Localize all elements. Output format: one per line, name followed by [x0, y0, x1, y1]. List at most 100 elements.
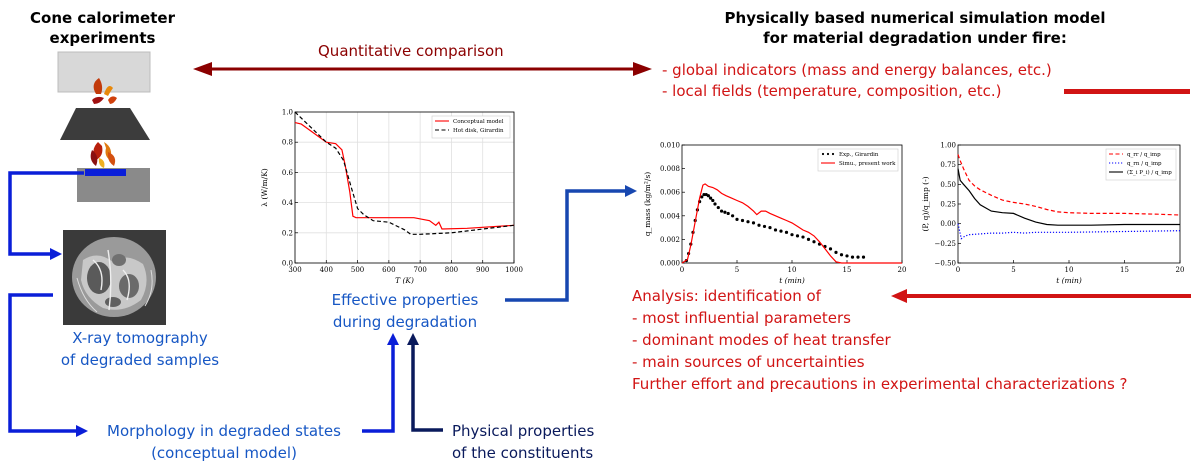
x-tick-label: 5 — [1011, 266, 1015, 274]
xray-label-line1: X-ray tomography — [72, 329, 208, 347]
morphology-label: Morphology in degraded states (conceptua… — [88, 420, 360, 464]
data-point — [700, 195, 704, 199]
xray-label-line2: of degraded samples — [60, 351, 220, 369]
data-point — [845, 254, 849, 258]
data-point — [720, 209, 724, 213]
y-tick-label: −0.25 — [935, 240, 956, 248]
analysis-line-4: - main sources of uncertainties — [632, 353, 865, 371]
x-tick-label: 0 — [680, 266, 684, 274]
sample-to-xray-arrowhead — [50, 248, 62, 260]
y-tick-label: 0.4 — [282, 199, 294, 207]
series-line — [681, 183, 902, 264]
x-tick-label: 15 — [843, 266, 852, 274]
data-point — [740, 218, 745, 223]
effective-to-simulation-arrowhead — [625, 185, 637, 197]
analysis-line-5: Further effort and precautions in experi… — [632, 375, 1128, 393]
legend-label: q_rn / q_imp — [1127, 161, 1162, 167]
heater-plate — [57, 51, 151, 93]
cone-title-line1: Cone calorimeter — [30, 9, 175, 27]
y-tick-label: 0.010 — [660, 142, 680, 150]
data-point — [779, 229, 783, 233]
analysis-block: Analysis: identification of - most influ… — [632, 285, 1191, 395]
xray-to-morphology-arrowhead — [76, 425, 88, 437]
xray-label: X-ray tomography of degraded samples — [40, 327, 240, 371]
y-tick-label: 0.2 — [282, 229, 293, 237]
y-axis-label: λ (W/m/K) — [260, 168, 269, 207]
data-point — [768, 226, 772, 230]
sample-to-xray-line — [8, 171, 84, 256]
data-point — [850, 255, 855, 259]
physical-to-effective-arrowhead — [407, 333, 419, 345]
data-point — [861, 255, 866, 259]
flame-upper — [92, 78, 117, 104]
indicator-global: - global indicators (mass and energy bal… — [662, 61, 1052, 79]
physical-to-effective-line — [411, 344, 443, 432]
data-point — [856, 255, 860, 259]
plot-frame — [294, 111, 515, 264]
morphology-to-effective-arrowhead — [387, 333, 399, 345]
effective-label-line2: during degradation — [332, 313, 478, 331]
data-point — [702, 192, 706, 197]
effective-label-line1: Effective properties — [331, 291, 479, 309]
data-point — [713, 202, 717, 206]
flame-lower — [90, 142, 116, 168]
data-point — [795, 234, 800, 238]
x-tick-label: 400 — [320, 266, 333, 274]
y-tick-label: 0.00 — [940, 220, 956, 228]
y-tick-label: 0.000 — [660, 260, 680, 268]
y-tick-label: 0.0 — [282, 260, 293, 268]
data-point — [726, 211, 730, 216]
xray-tomography-image — [63, 230, 166, 325]
x-axis-label: t (min) — [779, 276, 805, 285]
model-title: Physically based numerical simulation mo… — [630, 8, 1191, 48]
sample-slab — [85, 169, 126, 176]
morphology-label-line2: (conceptual model) — [151, 444, 297, 462]
data-point — [773, 228, 778, 232]
y-tick-label: 0.75 — [940, 161, 956, 169]
y-tick-label: 1.0 — [282, 109, 293, 117]
morphology-to-effective-line — [362, 344, 395, 433]
data-point — [706, 194, 710, 198]
indicator-local: - local fields (temperature, composition… — [662, 82, 1002, 100]
x-tick-label: 20 — [1176, 266, 1185, 274]
data-point — [751, 221, 756, 225]
xray-to-morphology-line — [8, 293, 78, 433]
x-tick-label: 500 — [351, 266, 364, 274]
legend-marker — [821, 152, 825, 156]
y-axis-label: (P, q)/q_imp (-) — [921, 176, 930, 231]
legend-label: Hot disk, Girardin — [453, 128, 504, 134]
data-point — [812, 240, 816, 244]
comparison-label: Quantitative comparison — [318, 42, 504, 60]
effective-to-simulation-line — [505, 189, 626, 302]
data-point — [839, 253, 844, 257]
legend-box — [817, 148, 899, 172]
x-tick-label: 10 — [788, 266, 797, 274]
legend-label: Exp., Girardin — [839, 152, 879, 158]
model-title-line1: Physically based numerical simulation mo… — [724, 9, 1106, 27]
data-point — [711, 198, 715, 203]
x-tick-label: 700 — [413, 266, 426, 274]
data-point — [746, 220, 750, 224]
legend-label: (Σ_i P_i) / q_imp — [1127, 169, 1172, 176]
analysis-line-1: Analysis: identification of — [632, 287, 821, 305]
physical-properties-label: Physical properties of the constituents — [452, 420, 622, 464]
y-tick-label: 0.50 — [940, 181, 956, 189]
x-tick-label: 20 — [898, 266, 907, 274]
legend-label: q_rr / q_imp — [1127, 152, 1161, 158]
y-tick-label: 0.6 — [282, 169, 294, 177]
y-tick-label: −0.50 — [935, 260, 956, 268]
data-point — [716, 205, 720, 210]
legend-box — [431, 115, 511, 139]
physical-label-line1: Physical properties — [452, 422, 595, 440]
legend-marker — [826, 152, 830, 156]
analysis-line-3: - dominant modes of heat transfer — [632, 331, 891, 349]
data-point — [806, 237, 811, 241]
x-axis-label: T (K) — [395, 276, 414, 285]
series-line — [294, 111, 515, 235]
legend-marker — [831, 152, 835, 156]
series-line — [957, 223, 1181, 240]
comparison-arrow — [193, 62, 652, 76]
